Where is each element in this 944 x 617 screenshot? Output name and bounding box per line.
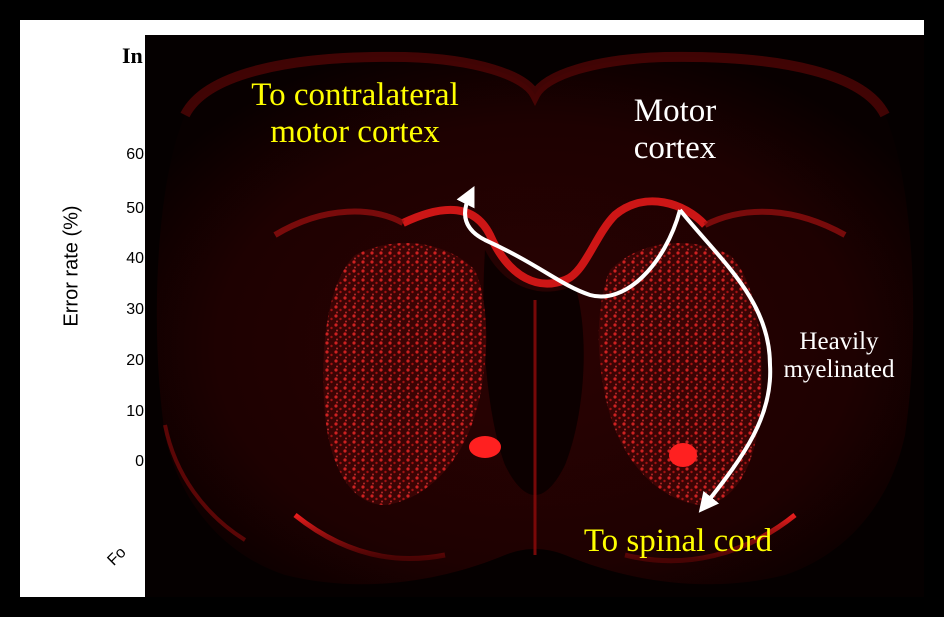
label-line: cortex	[597, 130, 753, 167]
brain-section-micrograph: To contralateral motor cortex Motor cort…	[145, 35, 924, 597]
label-line: Motor	[597, 93, 753, 130]
motor-cortex-label: Motor cortex	[597, 93, 753, 167]
y-tick: 50	[118, 200, 144, 218]
background-chart-y-axis-label: Error rate (%)	[61, 205, 84, 326]
y-tick: 30	[118, 301, 144, 319]
label-line: myelinated	[739, 356, 924, 384]
slide: In Error rate (%) 60 50 40 30 20 10 0 Fo	[20, 20, 924, 597]
y-tick: 10	[118, 403, 144, 421]
y-tick: 0	[118, 453, 144, 471]
heavily-myelinated-label: Heavily myelinated	[739, 328, 924, 384]
y-tick: 60	[118, 146, 144, 164]
label-line: To contralateral	[207, 77, 503, 114]
label-line: Heavily	[739, 328, 924, 356]
y-tick: 40	[118, 250, 144, 268]
label-line: motor cortex	[207, 114, 503, 151]
contralateral-motor-cortex-label: To contralateral motor cortex	[207, 77, 503, 151]
spinal-cord-label: To spinal cord	[533, 523, 823, 560]
y-tick: 20	[118, 352, 144, 370]
background-chart-x-tick: Fo	[104, 544, 130, 570]
background-chart-title: In	[122, 43, 143, 69]
